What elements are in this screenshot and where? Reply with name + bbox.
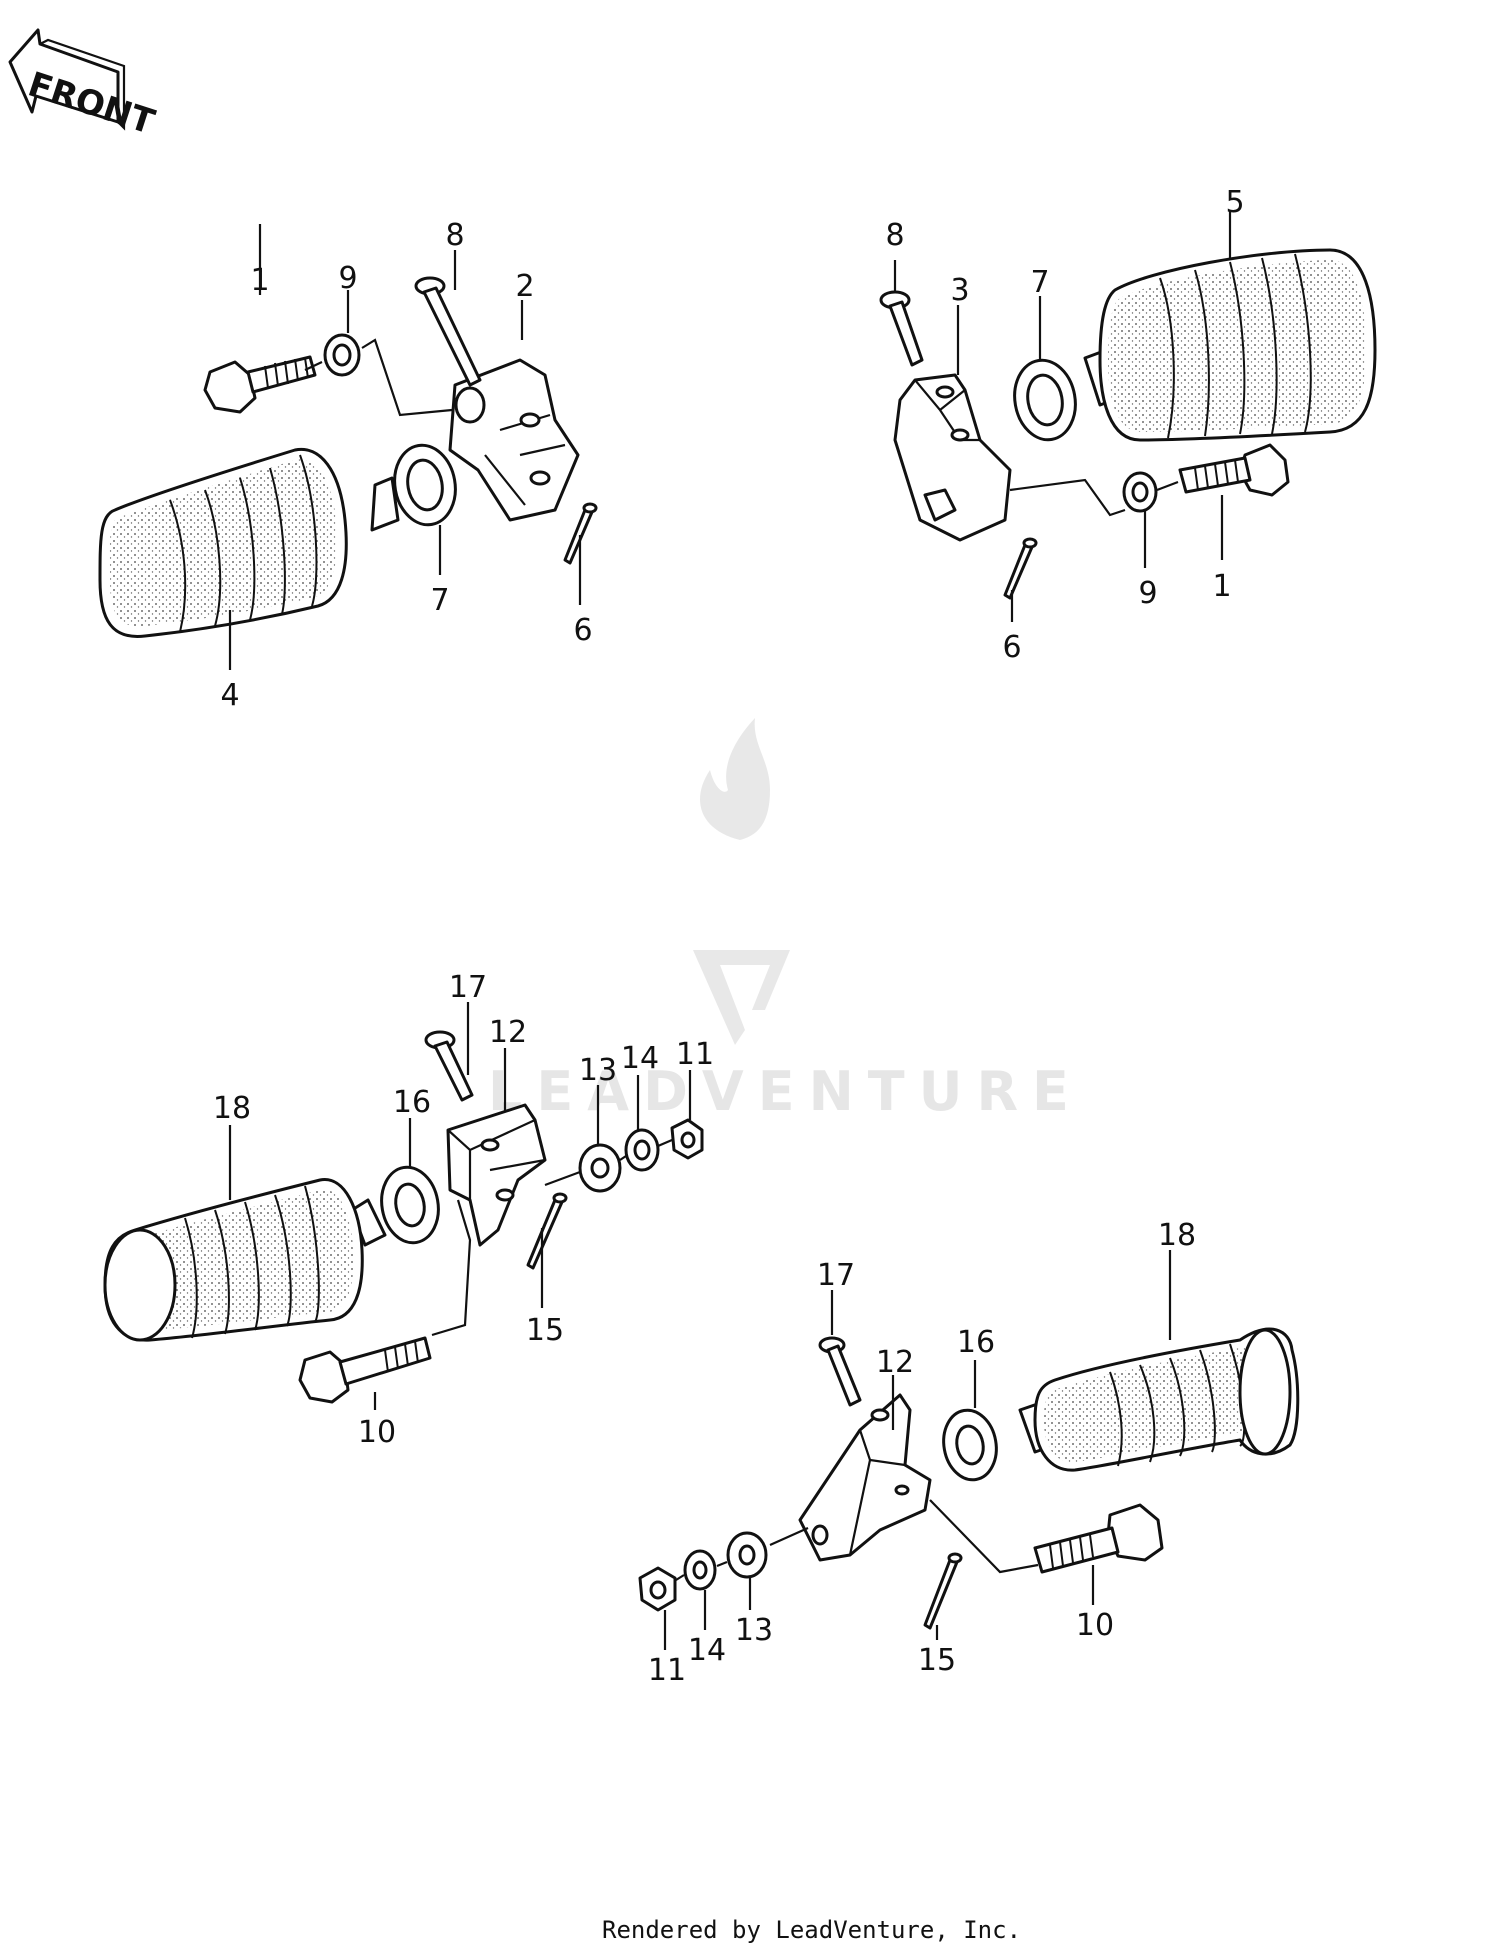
callout-18: 18 (213, 1091, 251, 1126)
callout-6: 6 (573, 613, 592, 648)
footpeg-rubber-4 (98, 447, 400, 638)
callout-labels: 1 9 8 2 7 6 4 8 3 7 5 9 1 6 17 12 18 16 … (213, 185, 1245, 1688)
cotter-pin-15 (923, 1552, 963, 1630)
lock-washer-9 (323, 333, 361, 377)
clevis-pin-8 (414, 276, 482, 387)
callout-16: 16 (393, 1085, 431, 1120)
callout-16: 16 (957, 1325, 995, 1360)
washer-7 (393, 443, 457, 527)
footpeg-rubber-5 (1083, 248, 1377, 442)
bracket-2 (448, 358, 580, 522)
washer-16 (380, 1165, 440, 1245)
cotter-pin-6 (1003, 537, 1038, 600)
callout-15: 15 (526, 1313, 564, 1348)
callout-1: 1 (1212, 569, 1231, 604)
lock-washer-14 (683, 1549, 717, 1591)
washer-13 (726, 1531, 768, 1579)
callout-17: 17 (449, 970, 487, 1005)
bracket-12 (798, 1393, 932, 1562)
v-logo-icon (693, 950, 790, 1045)
assembly-front-right (879, 210, 1377, 622)
assembly-rear-left (103, 1002, 704, 1410)
callout-11: 11 (676, 1037, 714, 1072)
bolt-1 (203, 355, 317, 414)
callout-3: 3 (950, 273, 969, 308)
bracket-3 (893, 373, 1012, 542)
assembly-front-left (98, 224, 598, 670)
bracket-12 (446, 1103, 547, 1247)
callout-9: 9 (1138, 576, 1157, 611)
callout-13: 13 (579, 1053, 617, 1088)
clevis-pin-17 (818, 1336, 862, 1407)
flame-icon (700, 718, 770, 840)
cotter-pin-6 (563, 502, 598, 565)
washer-16 (942, 1408, 998, 1482)
cotter-pin-15 (526, 1192, 568, 1270)
footpeg-rubber-18 (1018, 1327, 1300, 1472)
callout-13: 13 (735, 1613, 773, 1648)
washer-7 (1013, 358, 1077, 442)
bolt-10 (1033, 1503, 1164, 1574)
nut-11 (670, 1118, 704, 1160)
callout-8: 8 (885, 218, 904, 253)
footpeg-rubber-18 (103, 1178, 387, 1342)
callout-10: 10 (358, 1415, 396, 1450)
callout-11: 11 (648, 1653, 686, 1688)
callout-10: 10 (1076, 1608, 1114, 1643)
callout-8: 8 (445, 218, 464, 253)
callout-4: 4 (220, 678, 239, 713)
clevis-pin-8 (879, 290, 924, 367)
washer-13 (578, 1143, 622, 1193)
callout-12: 12 (489, 1015, 527, 1050)
footer-credit: Rendered by LeadVenture, Inc. (602, 1916, 1021, 1944)
front-arrow-icon: FRONT (8, 28, 160, 143)
bolt-1 (1178, 443, 1290, 497)
callout-1: 1 (250, 263, 269, 298)
bolt-10 (298, 1336, 432, 1404)
lock-washer-14 (624, 1128, 660, 1172)
callout-18: 18 (1158, 1218, 1196, 1253)
callout-14: 14 (621, 1041, 659, 1076)
callout-9: 9 (338, 261, 357, 296)
callout-12: 12 (876, 1345, 914, 1380)
callout-5: 5 (1225, 185, 1244, 220)
clevis-pin-17 (424, 1030, 474, 1102)
nut-11 (638, 1566, 677, 1612)
assembly-rear-right (638, 1250, 1300, 1650)
callout-7: 7 (430, 583, 449, 618)
callout-6: 6 (1002, 630, 1021, 665)
callout-15: 15 (918, 1643, 956, 1678)
watermark-text: LEADVENTURE (488, 1060, 1083, 1123)
callout-7: 7 (1030, 265, 1049, 300)
callout-14: 14 (688, 1633, 726, 1668)
callout-17: 17 (817, 1258, 855, 1293)
leadventure-watermark: LEADVENTURE (488, 718, 1083, 1123)
lock-washer-9 (1122, 471, 1158, 513)
callout-2: 2 (515, 269, 534, 304)
